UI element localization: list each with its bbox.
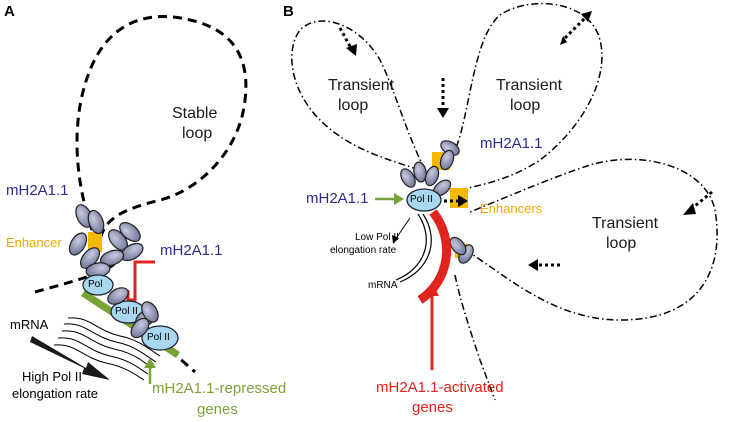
transient-loop-2-label-2: loop <box>510 97 541 114</box>
green-mh2a-arrow <box>375 193 404 205</box>
activated-genes-label-2: genes <box>412 399 453 416</box>
activated-genes-label-1: mH2A1.1-activated <box>376 379 504 396</box>
stable-loop-label-1: Stable <box>172 105 218 122</box>
mh2a-label-b-left: mH2A1.1 <box>306 190 369 207</box>
transient-loop-1-label-2: loop <box>338 97 369 114</box>
transient-loop-1-label-1: Transient <box>328 77 395 94</box>
stable-loop <box>75 15 248 241</box>
mh2a-label-b-right: mH2A1.1 <box>480 135 543 152</box>
mrna-label-a: mRNA <box>10 317 49 332</box>
repressed-genes-label-2: genes <box>197 401 238 418</box>
panel-b-letter: B <box>283 3 294 20</box>
high-rate-label-1: High Pol II <box>22 369 82 384</box>
loop-motion-arrowheads <box>346 11 696 271</box>
loop-motion-arrows <box>338 16 713 267</box>
high-rate-label-2: elongation rate <box>12 386 99 401</box>
transient-loop-3 <box>464 158 718 321</box>
mrna-strands-a <box>53 317 161 381</box>
red-gene-arrow <box>425 282 439 370</box>
enhancer-label-a: Enhancer <box>6 235 62 250</box>
enhancer-box-a <box>88 232 102 252</box>
transient-loop-1 <box>291 20 426 171</box>
low-elongation-arrow <box>392 217 411 244</box>
mrna-strands-b <box>395 213 432 283</box>
transient-loop-3-label-2: loop <box>606 235 637 252</box>
transient-loop-2-label-1: Transient <box>496 77 563 94</box>
panel-b <box>291 2 718 401</box>
mrna-label-b: mRNA <box>368 280 398 291</box>
panel-a-letter: A <box>4 3 15 20</box>
nucleosomes-b <box>400 140 474 264</box>
pol-label-a2: Pol II <box>115 306 138 317</box>
mh2a-label-a-top: mH2A1.1 <box>6 182 69 199</box>
pol-label-a3: Pol II <box>147 332 170 343</box>
pol-label-a1: Pol <box>88 279 103 290</box>
transient-loop-3-label-1: Transient <box>592 215 659 232</box>
green-gene-arrow <box>144 358 156 384</box>
mh2a-label-a-red: mH2A1.1 <box>160 242 223 259</box>
low-rate-label-2: elongation rate <box>330 245 397 256</box>
repressed-genes-label-1: mH2A1.1-repressed <box>152 380 287 397</box>
stable-loop-label-2: loop <box>182 125 213 142</box>
high-elongation-arrow <box>30 336 110 380</box>
low-rate-label-1: Low Pol II <box>355 232 399 243</box>
transient-loop-2 <box>449 2 603 191</box>
chromatin-down-b <box>454 274 496 401</box>
panel-a <box>30 15 248 384</box>
pol-ii-complexes-a <box>82 274 179 351</box>
pol-ii-b <box>406 188 442 212</box>
pol-label-b: Pol II <box>410 194 433 205</box>
pol-to-enhancer-arrow <box>444 195 468 207</box>
nucleosome-cluster-a <box>68 204 144 278</box>
enhancers-label-b: Enhancers <box>480 201 543 216</box>
